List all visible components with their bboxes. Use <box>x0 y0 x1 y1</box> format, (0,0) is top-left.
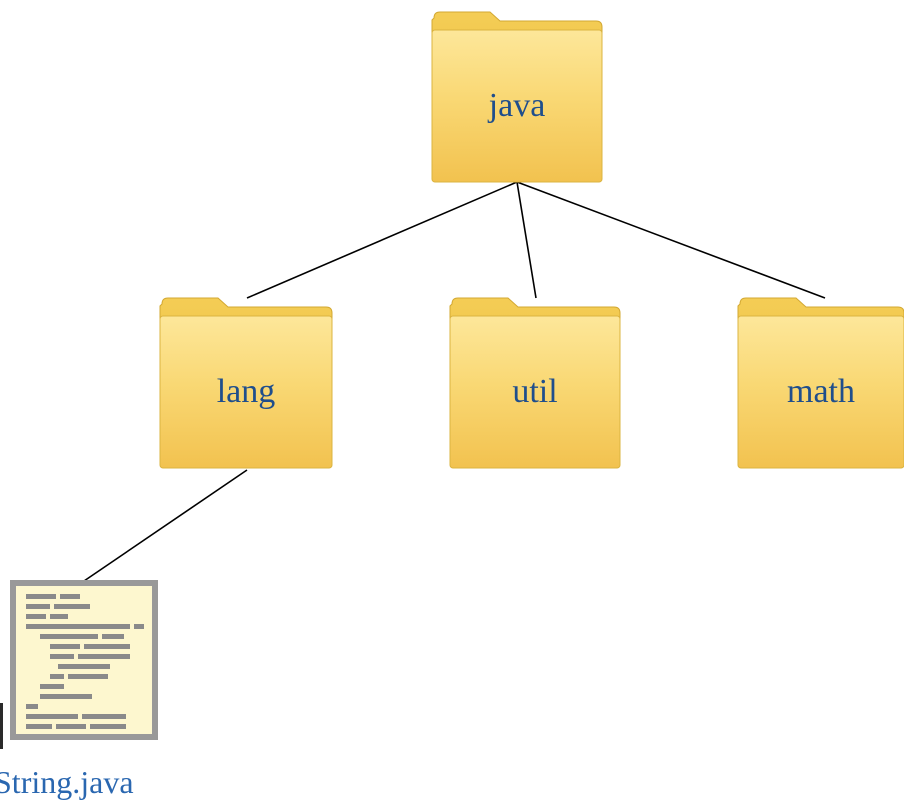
tree-connectors <box>83 181 826 582</box>
folder-lang[interactable]: lang <box>159 297 333 469</box>
folder-label-math: math <box>787 373 855 410</box>
folder-label-lang: lang <box>217 373 276 410</box>
edge-lang-string <box>83 469 248 582</box>
folder-util[interactable]: util <box>449 297 621 469</box>
text-cursor-mark <box>0 703 3 749</box>
edge-java-lang <box>246 181 518 299</box>
edge-java-util <box>516 181 537 299</box>
source-file-icon <box>10 580 158 740</box>
file-string-java[interactable] <box>10 580 158 740</box>
folder-label-java: java <box>488 87 546 124</box>
folder-java[interactable]: java <box>431 11 603 183</box>
folder-math[interactable]: math <box>737 297 904 469</box>
folder-label-util: util <box>512 373 557 410</box>
edge-java-math <box>516 181 826 299</box>
file-label-string-java: String.java <box>0 764 134 800</box>
